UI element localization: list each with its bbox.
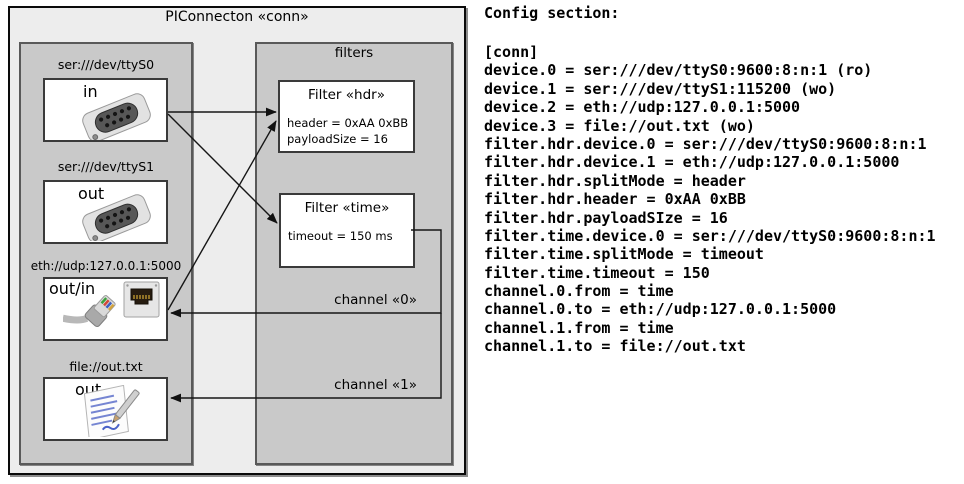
device-direction-label: out/in [49,279,96,298]
config-line: channel.1.to = file://out.txt [484,337,746,356]
device-url-label-ttys0: ser:///dev/ttyS0 [57,57,155,72]
config-line: device.0 = ser:///dev/ttyS0:9600:8:n:1 (… [484,61,873,80]
config-line: channel.1.from = time [484,318,674,337]
config-line: filter.hdr.payloadSIze = 16 [484,208,728,227]
db9-serial-connector-icon [75,86,161,154]
device-url-label-eth: eth://udp:127.0.0.1:5000 [30,259,182,273]
channel-1-label: channel «1» [334,377,417,393]
filters-group-label: filters [334,45,374,61]
config-line: filter.time.timeout = 150 [484,263,710,282]
filter-attribute: timeout = 150 ms [288,229,393,243]
device-url-label-file: file://out.txt [69,359,143,374]
filter-attribute: payloadSize = 16 [287,132,388,146]
config-line: [conn] [484,43,539,61]
config-line: filter.time.splitMode = timeout [484,245,764,264]
notepad-pencil-icon [77,384,147,441]
filter-attribute: header = 0xAA 0xBB [287,116,409,130]
filter-card-time: Filter «time» timeout = 150 ms [279,193,415,268]
config-line: filter.time.device.0 = ser:///dev/ttyS0:… [484,226,936,245]
db9-serial-connector-icon [75,187,161,255]
connection-diagram: PIConnecton «conn» filters ser:///dev/tt… [0,0,480,484]
device-card-ttys0: in [43,78,168,154]
config-heading: Config section: [484,4,620,22]
device-direction-label: in [83,82,98,101]
ethernet-jack-icon [123,281,161,323]
config-line: filter.hdr.header = 0xAA 0xBB [484,190,746,209]
device-card-eth: out/in [43,277,168,341]
config-line: device.1 = ser:///dev/ttyS1:115200 (wo) [484,79,837,98]
device-direction-label: out [78,184,105,203]
filter-card-hdr: Filter «hdr» header = 0xAA 0xBB payloadS… [278,80,415,153]
config-line: channel.0.from = time [484,282,674,301]
config-line: filter.hdr.splitMode = header [484,171,746,190]
config-line: filter.hdr.device.1 = eth://udp:127.0.0.… [484,153,900,172]
filter-title: Filter «hdr» [308,87,385,103]
device-card-ttys1: out [43,180,168,255]
config-line: filter.hdr.device.0 = ser:///dev/ttyS0:9… [484,134,927,153]
config-line: device.3 = file://out.txt (wo) [484,116,755,135]
ethernet-plug-icon [62,295,125,345]
device-card-file: out [43,377,168,441]
config-line: channel.0.to = eth://udp:127.0.0.1:5000 [484,300,837,319]
diagram-title: PIConnecton «conn» [165,9,309,25]
channel-0-label: channel «0» [334,292,417,308]
device-url-label-ttys1: ser:///dev/ttyS1 [57,159,155,174]
config-line: device.2 = eth://udp:127.0.0.1:5000 [484,98,801,117]
filter-title: Filter «time» [304,200,390,216]
config-panel: Config section: [conn] device.0 = ser://… [484,4,962,356]
